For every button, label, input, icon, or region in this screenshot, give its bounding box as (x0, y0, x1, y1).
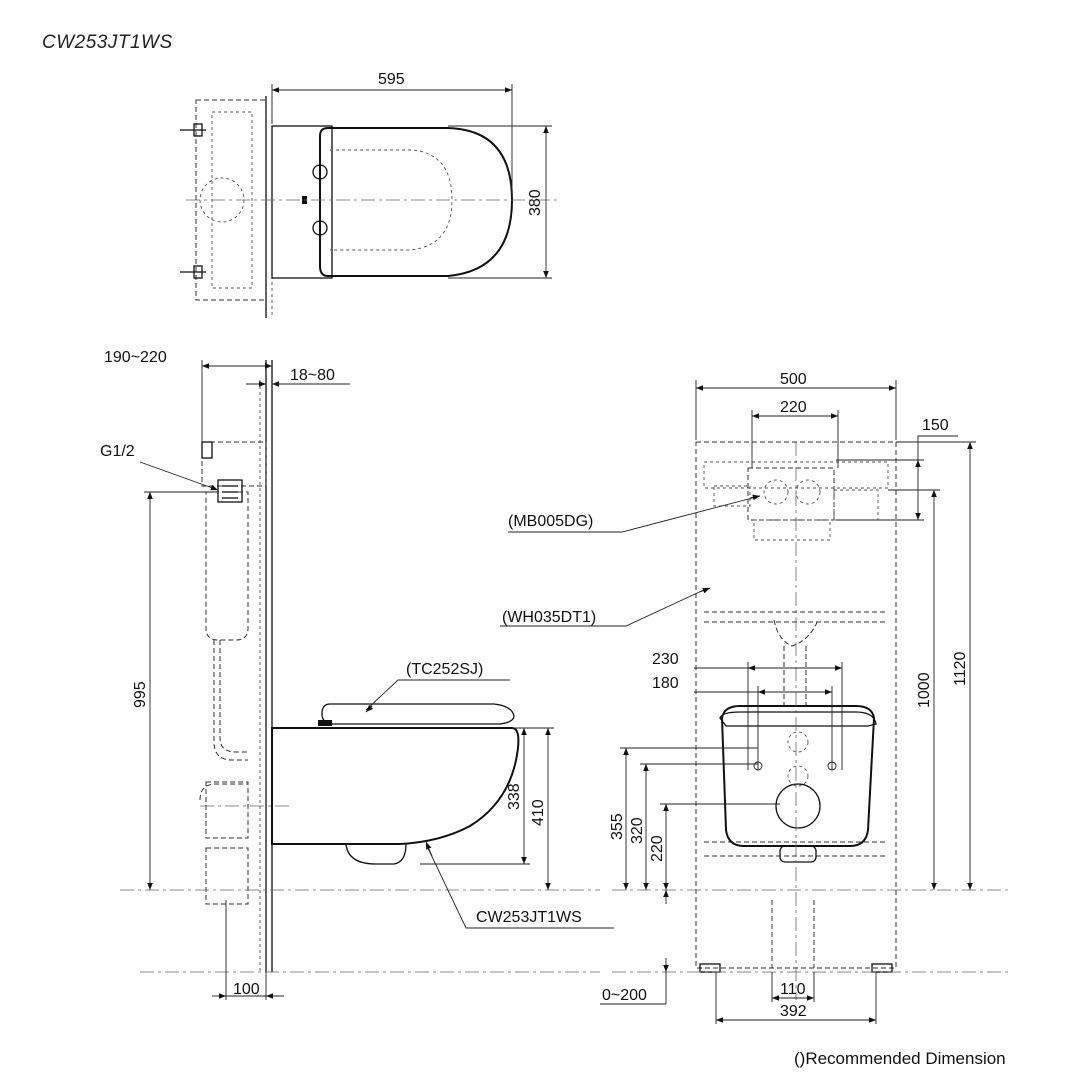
bolt-inner-dim: 180 (652, 675, 679, 692)
front-view: 500 220 150 1000 1120 230 180 (500, 371, 1010, 1024)
top-width-dim: 595 (378, 71, 405, 88)
bowl-model-label: CW253JT1WS (476, 909, 582, 926)
bolt-outer-dim: 230 (652, 651, 679, 668)
top-view: 595 380 (180, 71, 560, 318)
supply-height-dim: 995 (132, 681, 149, 708)
seat-model-label: (TC252SJ) (406, 661, 483, 678)
supply-fitting-label: G1/2 (100, 443, 135, 460)
carrier-offset-dim: 190~220 (104, 349, 167, 366)
height-220-dim: 220 (649, 835, 666, 862)
pipe-width-dim: 110 (780, 981, 806, 998)
foot-width-dim: 392 (780, 1003, 807, 1020)
frame-height-1000-dim: 1000 (916, 672, 933, 708)
frame-width-dim: 500 (780, 371, 807, 388)
total-height-dim: 410 (530, 799, 547, 826)
drawing-title: CW253JT1WS (42, 32, 173, 53)
plate-width-dim: 220 (780, 399, 807, 416)
supply-fitting-icon (217, 479, 243, 503)
frame-model-label: (WH035DT1) (502, 609, 596, 626)
flush-plate-label: (MB005DG) (508, 513, 593, 530)
side-view: G1/2 190~220 18~80 995 410 338 (100, 349, 614, 1000)
top-depth-dim: 380 (527, 189, 544, 216)
footnote: ()Recommended Dimension (794, 1049, 1006, 1068)
bottom-offset-dim: 100 (233, 981, 260, 998)
floor-adjust-dim: 0~200 (602, 987, 647, 1004)
bowl-height-dim: 338 (506, 783, 523, 810)
frame-height-1120-dim: 1120 (952, 651, 969, 686)
height-355-dim: 355 (609, 813, 626, 840)
bolt-icon (180, 265, 206, 279)
height-320-dim: 320 (629, 817, 646, 844)
bolt-icon (180, 123, 206, 137)
wall-finish-dim: 18~80 (290, 367, 335, 384)
plate-height-dim: 150 (922, 417, 949, 434)
